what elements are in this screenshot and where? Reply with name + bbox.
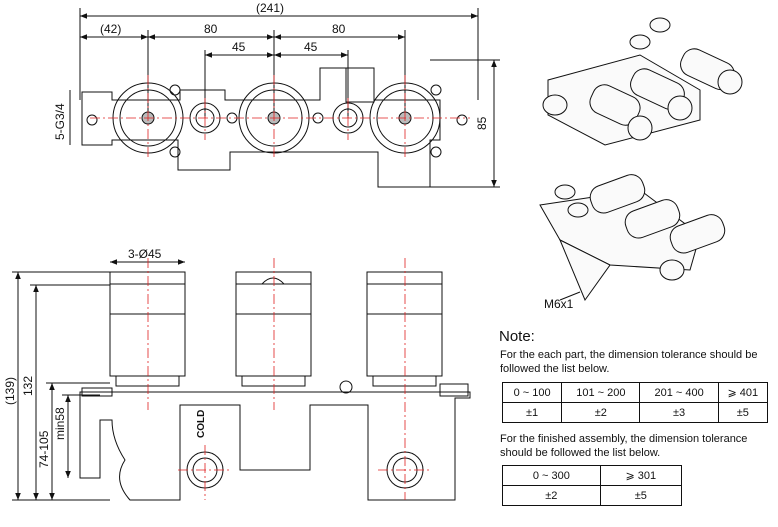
- dim-overall-height: (139): [3, 377, 17, 405]
- note-title: Note:: [499, 328, 535, 345]
- front-view: [12, 259, 471, 501]
- cartridge-middle: [235, 271, 312, 387]
- range-cell: 0 ~ 300: [502, 465, 601, 486]
- dim-half-right: 45: [304, 40, 318, 54]
- table-row: ±2 ±5: [502, 485, 683, 506]
- tolerance-cell: ±3: [639, 402, 719, 423]
- top-center-lines: [90, 75, 470, 160]
- dim-span-right: 80: [332, 22, 346, 36]
- mounting-holes: [86, 84, 468, 158]
- tolerance-cell: ±5: [599, 485, 683, 506]
- dim-port-thread: 5-G3/4: [53, 103, 67, 140]
- dim-offset: (42): [100, 22, 121, 36]
- range-cell: ⩾ 401: [717, 382, 769, 403]
- table-row: ±1 ±2 ±3 ±5: [501, 402, 769, 423]
- iso-view-bottom: [539, 174, 726, 302]
- table-row: 0 ~ 300 ⩾ 301: [502, 465, 683, 486]
- dim-half-left: 45: [232, 40, 246, 54]
- range-cell: 0 ~ 100: [501, 382, 563, 403]
- assembly-tolerance-table: 0 ~ 300 ⩾ 301 ±2 ±5: [502, 465, 683, 506]
- tolerance-cell: ±2: [502, 485, 601, 506]
- dim-height-right: 85: [475, 116, 489, 130]
- dim-depth-range: 74-105: [37, 430, 51, 468]
- dim-bore-diameter: 3-Ø45: [128, 247, 162, 261]
- top-view: [69, 8, 500, 188]
- range-cell: 201 ~ 400: [639, 382, 719, 403]
- iso-view-top: [542, 17, 743, 146]
- table-row: 0 ~ 100 101 ~ 200 201 ~ 400 ⩾ 401: [501, 382, 769, 403]
- note-part-text: For the each part, the dimension toleran…: [500, 349, 758, 375]
- top-boss: [345, 67, 375, 103]
- dim-min-depth: min58: [53, 407, 67, 440]
- tolerance-cell: ±2: [561, 402, 641, 423]
- dim-overall-width: (241): [256, 1, 284, 15]
- top-dimension-lines: [69, 8, 500, 188]
- tolerance-cell: ±1: [501, 402, 563, 423]
- front-center-lines: [147, 258, 432, 500]
- cartridge-left: [109, 271, 186, 387]
- part-tolerance-table: 0 ~ 100 101 ~ 200 201 ~ 400 ⩾ 401 ±1 ±2 …: [501, 382, 769, 423]
- range-cell: 101 ~ 200: [561, 382, 641, 403]
- dim-span-left: 80: [204, 22, 218, 36]
- label-cold: COLD: [196, 410, 207, 438]
- front-body-outline: [79, 391, 471, 501]
- dim-height-132: 132: [21, 376, 35, 396]
- note-assembly-text: For the finished assembly, the dimension…: [500, 433, 748, 459]
- cartridge-right: [366, 271, 443, 387]
- front-dimension-lines: [12, 259, 185, 501]
- range-cell: ⩾ 301: [599, 465, 683, 486]
- tolerance-cell: ±5: [717, 402, 769, 423]
- label-mount-screw: M6x1: [544, 297, 574, 311]
